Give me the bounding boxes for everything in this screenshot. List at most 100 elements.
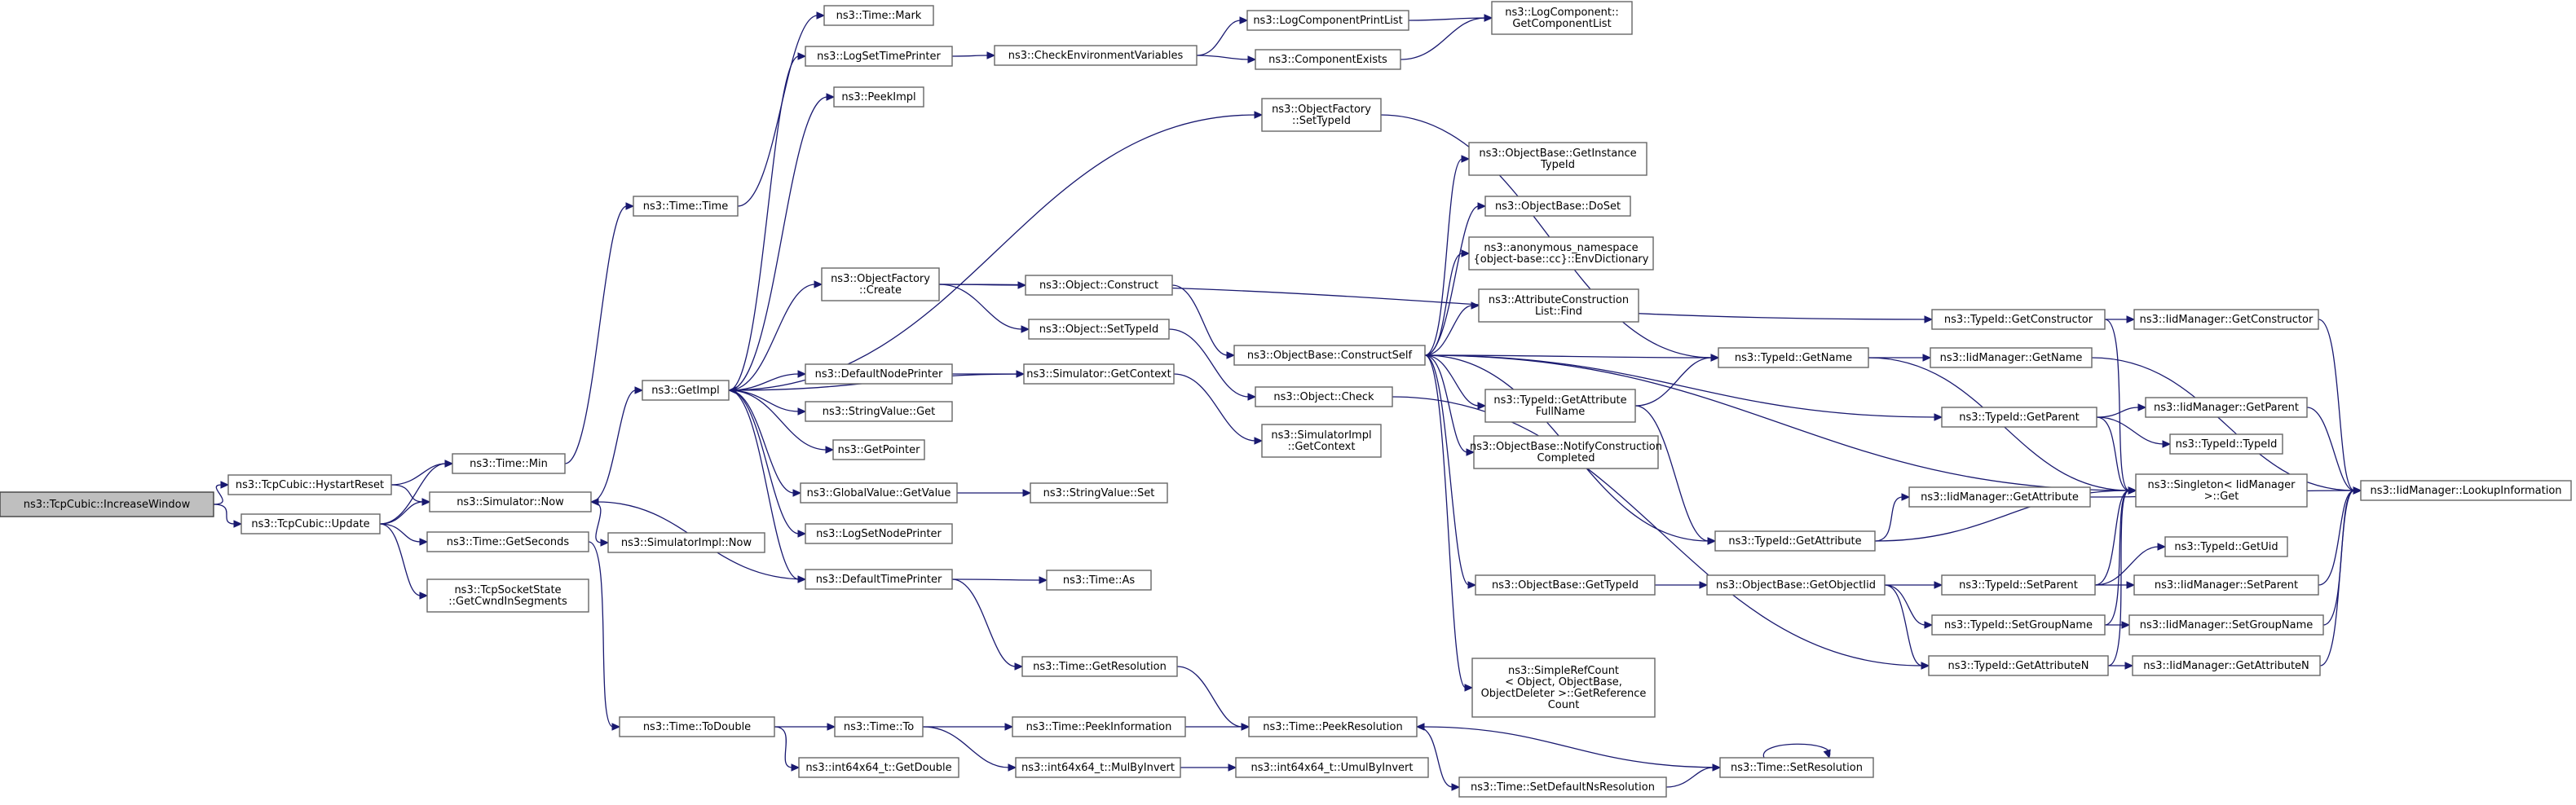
node-singleton-iidmanager-get[interactable]: ns3::Singleton< IidManager>::Get (2135, 473, 2308, 508)
edge-arrowhead (233, 520, 243, 528)
node-logsettimeprinter[interactable]: ns3::LogSetTimePrinter (805, 46, 953, 67)
node-label: ns3::Time::As (1063, 574, 1136, 587)
edge-arrowhead (1461, 155, 1471, 163)
node-anonymous-namespace-envdictionary[interactable]: ns3::anonymous_namespace{object-base::cc… (1468, 236, 1654, 271)
edge-line (1171, 284, 1228, 356)
node-simulatorimpl-getcontext[interactable]: ns3::SimulatorImpl::GetContext (1261, 424, 1382, 458)
edge-line (1634, 405, 1709, 542)
node-componentexists[interactable]: ns3::ComponentExists (1255, 49, 1401, 70)
node-box (1928, 655, 2109, 676)
node-object-check[interactable]: ns3::Object::Check (1255, 386, 1393, 407)
node-time-as[interactable]: ns3::Time::As (1046, 570, 1152, 591)
node-object-construct[interactable]: ns3::Object::Construct (1025, 275, 1173, 296)
node-iidmanager-getattributen[interactable]: ns3::IidManager::GetAttributeN (2132, 655, 2321, 676)
node-stringvalue-set[interactable]: ns3::StringValue::Set (1030, 482, 1168, 504)
node-globalvalue-getvalue[interactable]: ns3::GlobalValue::GetValue (800, 482, 958, 504)
edge-arrowhead (2128, 486, 2137, 495)
node-tcpcubic-increasewindow[interactable]: ns3::TcpCubic::IncreaseWindow (0, 491, 214, 517)
node-object-settypeid[interactable]: ns3::Object::SetTypeId (1028, 319, 1170, 340)
node-iidmanager-getattribute[interactable]: ns3::IidManager::GetAttribute (1908, 486, 2091, 508)
node-objectbase-doset[interactable]: ns3::ObjectBase::DoSet (1484, 196, 1631, 217)
node-iidmanager-lookupinformation[interactable]: ns3::IidManager::LookupInformation (2360, 480, 2572, 501)
node-label: ns3::LogSetTimePrinter (817, 51, 941, 63)
edge-increase_window-to-update (213, 504, 243, 528)
node-objectbase-gettypeid[interactable]: ns3::ObjectBase::GetTypeId (1475, 574, 1656, 596)
node-int64x64-umulbyinvert[interactable]: ns3::int64x64_t::UmulByInvert (1235, 757, 1429, 778)
node-objectfactory-create[interactable]: ns3::ObjectFactory::Create (821, 267, 940, 301)
node-logcomponentprintlist[interactable]: ns3::LogComponentPrintList (1246, 10, 1409, 31)
edge-arrowhead (1922, 354, 1932, 362)
node-typeid-getparent[interactable]: ns3::TypeId::GetParent (1941, 407, 2097, 428)
node-time-peekinformation[interactable]: ns3::Time::PeekInformation (1012, 716, 1186, 737)
node-time-peekresolution[interactable]: ns3::Time::PeekResolution (1248, 716, 1418, 737)
node-time-mark[interactable]: ns3::Time::Mark (823, 5, 934, 26)
node-label: ns3::SimpleRefCount (1508, 665, 1619, 677)
node-typeid-getuid[interactable]: ns3::TypeId::GetUid (2164, 536, 2288, 557)
node-objectfactory-settypeid[interactable]: ns3::ObjectFactory::SetTypeId (1261, 98, 1382, 132)
node-time-getresolution[interactable]: ns3::Time::GetResolution (1021, 656, 1178, 677)
node-typeid-setgroupname[interactable]: ns3::TypeId::SetGroupName (1931, 614, 2106, 636)
node-iidmanager-getname[interactable]: ns3::IidManager::GetName (1930, 347, 2093, 368)
node-logcomponent-getcomponentlist[interactable]: ns3::LogComponent::GetComponentList (1491, 1, 1633, 35)
node-stringvalue-get[interactable]: ns3::StringValue::Get (805, 401, 953, 422)
node-objectbase-notifyconstructioncompleted[interactable]: ns3::ObjectBase::NotifyConstructionCompl… (1470, 435, 1662, 469)
node-time-getseconds[interactable]: ns3::Time::GetSeconds (426, 531, 589, 552)
node-tcpcubic-hystartreset[interactable]: ns3::TcpCubic::HystartReset (227, 474, 392, 495)
node-box (240, 513, 381, 534)
node-iidmanager-getparent[interactable]: ns3::IidManager::GetParent (2145, 397, 2308, 418)
node-typeid-getattributen[interactable]: ns3::TypeId::GetAttributeN (1928, 655, 2109, 676)
node-time-min[interactable]: ns3::Time::Min (452, 453, 566, 474)
node-time-time[interactable]: ns3::Time::Time (633, 196, 739, 217)
node-typeid-getconstructor[interactable]: ns3::TypeId::GetConstructor (1931, 309, 2106, 330)
node-typeid-setparent[interactable]: ns3::TypeId::SetParent (1941, 574, 2096, 596)
edge-arrowhead (444, 460, 454, 468)
node-typeid-getattribute[interactable]: ns3::TypeId::GetAttribute (1714, 530, 1876, 552)
node-simplerefcount-getreferencecount[interactable]: ns3::SimpleRefCount< Object, ObjectBase,… (1471, 658, 1656, 718)
node-getimpl[interactable]: ns3::GetImpl (642, 380, 730, 401)
edge-arrowhead (589, 498, 599, 506)
node-iidmanager-setgroupname[interactable]: ns3::IidManager::SetGroupName (2128, 614, 2324, 636)
edge-typeid_setgroupname-to-singleton_get (2104, 486, 2137, 626)
edge-arrowhead (1484, 14, 1493, 22)
node-time-todouble[interactable]: ns3::Time::ToDouble (619, 716, 775, 737)
node-time-setresolution[interactable]: ns3::Time::SetResolution (1719, 757, 1874, 778)
edge-line (1196, 55, 1250, 60)
node-time-to[interactable]: ns3::Time::To (834, 716, 924, 737)
node-tcpcubic-update[interactable]: ns3::TcpCubic::Update (240, 513, 381, 534)
node-simulator-now[interactable]: ns3::Simulator::Now (429, 491, 592, 512)
node-box (2133, 309, 2319, 330)
node-getpointer[interactable]: ns3::GetPointer (832, 439, 925, 460)
node-peekimpl[interactable]: ns3::PeekImpl (833, 86, 924, 108)
node-typeid-getname[interactable]: ns3::TypeId::GetName (1718, 347, 1869, 368)
node-defaultnodeprinter[interactable]: ns3::DefaultNodePrinter (805, 363, 953, 385)
node-objectbase-getobjectiid[interactable]: ns3::ObjectBase::GetObjectIid (1706, 574, 1886, 596)
node-time-setdefaultnsresolution[interactable]: ns3::Time::SetDefaultNsResolution (1458, 776, 1667, 798)
edge-line (1665, 767, 1714, 788)
node-label: ns3::Time::Mark (836, 10, 922, 22)
node-tcpsocketstate-getcwndinsegments[interactable]: ns3::TcpSocketState::GetCwndInSegments (426, 578, 589, 613)
node-int64x64-mulbyinvert[interactable]: ns3::int64x64_t::MulByInvert (1015, 757, 1181, 778)
edge-arrowhead (2124, 662, 2134, 670)
edge-line (1424, 354, 1467, 688)
node-checkenvironmentvariables[interactable]: ns3::CheckEnvironmentVariables (994, 45, 1198, 66)
node-int64x64-getdouble[interactable]: ns3::int64x64_t::GetDouble (798, 757, 959, 778)
node-label: ns3::Time::GetSeconds (447, 536, 570, 548)
edge-arrowhead (419, 592, 429, 600)
edge-arrowhead (1008, 763, 1017, 772)
node-simulatorimpl-now[interactable]: ns3::SimulatorImpl::Now (607, 532, 765, 553)
edge-get_impl-to-peek_impl (728, 93, 836, 391)
node-iidmanager-getconstructor[interactable]: ns3::IidManager::GetConstructor (2133, 309, 2319, 330)
node-box (1941, 574, 2096, 596)
node-logsetnodeprinter[interactable]: ns3::LogSetNodePrinter (805, 523, 953, 544)
edge-arrowhead (1924, 315, 1934, 323)
node-simulator-getcontext[interactable]: ns3::Simulator::GetContext (1023, 363, 1175, 385)
node-iidmanager-setparent[interactable]: ns3::IidManager::SetParent (2133, 574, 2319, 596)
node-objectbase-constructself[interactable]: ns3::ObjectBase::ConstructSelf (1233, 345, 1426, 366)
node-defaulttimeprinter[interactable]: ns3::DefaultTimePrinter (805, 569, 953, 590)
node-typeid-typeid[interactable]: ns3::TypeId::TypeId (2169, 433, 2283, 455)
node-label: {object-base::cc}::EnvDictionary (1474, 253, 1649, 266)
edge-sim_now-to-get_impl (590, 386, 644, 503)
